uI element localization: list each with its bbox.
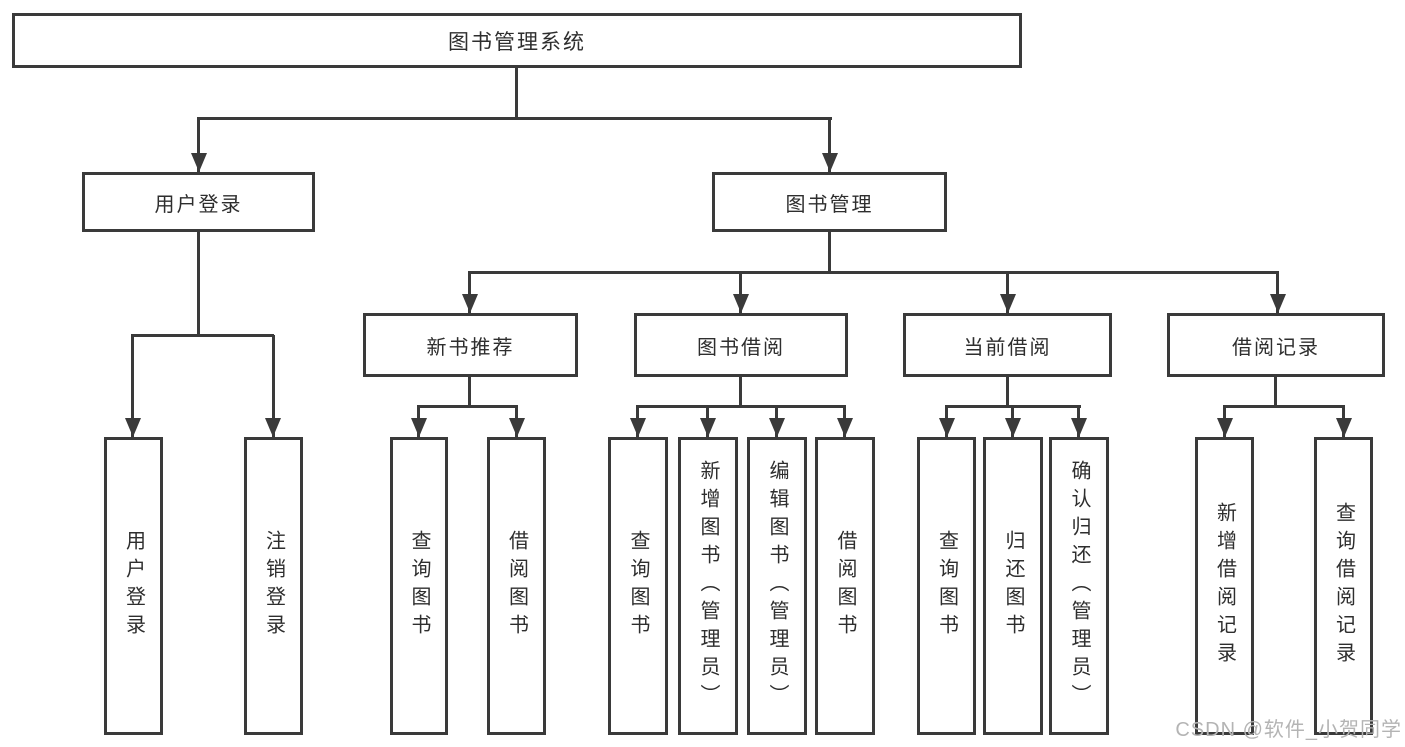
connector-line — [272, 335, 275, 437]
arrow-down-icon — [1000, 294, 1016, 313]
connector-line — [417, 405, 518, 408]
arrow-down-icon — [769, 418, 785, 437]
connector-line — [739, 272, 742, 313]
node-user-login: 用户登录 — [82, 172, 315, 232]
node-current-borrowing-label: 当前借阅 — [963, 336, 1052, 359]
leaf-user-login-label: 用户登录 — [122, 530, 145, 642]
arrow-down-icon — [837, 418, 853, 437]
leaf-query-borrow-record-label: 查询借阅记录 — [1332, 502, 1355, 670]
connector-line — [1223, 405, 1345, 408]
leaf-logout-login: 注销登录 — [244, 437, 303, 735]
leaf-logout-login-label: 注销登录 — [262, 530, 285, 642]
node-book-borrowing-label: 图书借阅 — [697, 336, 785, 359]
leaf-user-login: 用户登录 — [104, 437, 163, 735]
arrow-down-icon — [265, 418, 281, 437]
arrow-down-icon — [125, 418, 141, 437]
connector-line — [131, 334, 274, 337]
arrow-down-icon — [822, 153, 838, 172]
node-new-book-recommend: 新书推荐 — [363, 313, 578, 377]
node-library-system: 图书管理系统 — [12, 13, 1022, 68]
leaf-query-books-current-label: 查询图书 — [935, 530, 958, 642]
leaf-edit-books-admin: 编辑图书（管理员） — [747, 437, 807, 735]
connector-line — [1276, 272, 1279, 313]
connector-line — [131, 335, 134, 437]
connector-line — [468, 377, 471, 408]
arrow-down-icon — [733, 294, 749, 313]
arrow-down-icon — [411, 418, 427, 437]
leaf-add-borrow-record-label: 新增借阅记录 — [1213, 502, 1236, 670]
connector-line — [739, 377, 742, 408]
leaf-borrow-books-borrowing: 借阅图书 — [815, 437, 875, 735]
connector-line — [636, 405, 846, 408]
connector-line — [1006, 272, 1009, 313]
arrow-down-icon — [462, 294, 478, 313]
leaf-confirm-return-admin-label: 确认归还（管理员） — [1068, 460, 1090, 712]
arrow-down-icon — [509, 418, 525, 437]
leaf-confirm-return-admin: 确认归还（管理员） — [1049, 437, 1109, 735]
arrow-down-icon — [1005, 418, 1021, 437]
arrow-down-icon — [1217, 418, 1233, 437]
node-library-system-label: 图书管理系统 — [448, 30, 586, 54]
leaf-query-books-recommend-label: 查询图书 — [408, 530, 430, 642]
connector-line — [828, 232, 831, 274]
connector-line — [515, 68, 518, 120]
connector-line — [1274, 377, 1277, 408]
leaf-add-books-admin: 新增图书（管理员） — [678, 437, 738, 735]
node-borrow-records: 借阅记录 — [1167, 313, 1385, 377]
arrow-down-icon — [630, 418, 646, 437]
node-borrow-records-label: 借阅记录 — [1232, 336, 1320, 359]
arrow-down-icon — [700, 418, 716, 437]
watermark: CSDN @软件_小贺同学 — [1175, 719, 1402, 741]
connector-line — [197, 118, 200, 172]
leaf-add-borrow-record: 新增借阅记录 — [1195, 437, 1254, 735]
leaf-query-books-borrowing-label: 查询图书 — [627, 530, 649, 642]
arrow-down-icon — [1336, 418, 1352, 437]
leaf-query-books-recommend: 查询图书 — [390, 437, 448, 735]
arrow-down-icon — [1071, 418, 1087, 437]
connector-line — [828, 118, 831, 172]
arrow-down-icon — [191, 153, 207, 172]
leaf-edit-books-admin-label: 编辑图书（管理员） — [766, 460, 788, 712]
node-book-management-label: 图书管理 — [785, 193, 874, 216]
node-book-borrowing: 图书借阅 — [634, 313, 848, 377]
connector-line — [468, 272, 471, 313]
leaf-borrow-books-recommend-label: 借阅图书 — [505, 530, 528, 642]
node-new-book-recommend-label: 新书推荐 — [426, 336, 515, 359]
leaf-return-books-label: 归还图书 — [1002, 530, 1024, 642]
connector-line — [1006, 377, 1009, 408]
connector-line — [197, 232, 200, 336]
leaf-query-borrow-record: 查询借阅记录 — [1314, 437, 1373, 735]
leaf-add-books-admin-label: 新增图书（管理员） — [697, 460, 719, 712]
node-user-login-label: 用户登录 — [154, 193, 243, 216]
leaf-borrow-books-borrowing-label: 借阅图书 — [834, 530, 856, 642]
node-current-borrowing: 当前借阅 — [903, 313, 1112, 377]
leaf-borrow-books-recommend: 借阅图书 — [487, 437, 546, 735]
leaf-query-books-current: 查询图书 — [917, 437, 976, 735]
connector-line — [197, 117, 832, 120]
leaf-query-books-borrowing: 查询图书 — [608, 437, 668, 735]
arrow-down-icon — [1270, 294, 1286, 313]
leaf-return-books: 归还图书 — [983, 437, 1043, 735]
node-book-management: 图书管理 — [712, 172, 947, 232]
connector-line — [468, 271, 1279, 274]
arrow-down-icon — [939, 418, 955, 437]
